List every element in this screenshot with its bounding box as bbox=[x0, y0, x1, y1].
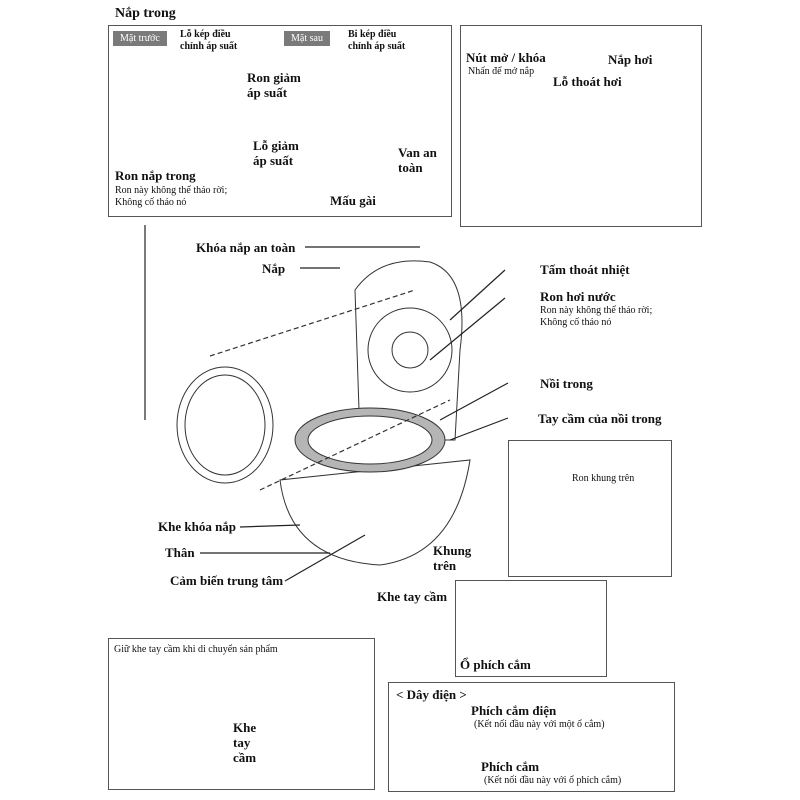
label-appliance-plug: Phích cắm bbox=[481, 759, 540, 774]
back-side-tag: Mặt sau bbox=[284, 31, 330, 46]
front-side-tag: Mặt trước bbox=[113, 31, 167, 46]
inner-lid-title: Nắp trong bbox=[115, 6, 176, 21]
label-carry-handle-slot: Khe tay cầm bbox=[233, 720, 257, 765]
steam-gasket-note: Ron này không thể tháo rời; Không cố thá… bbox=[540, 305, 653, 328]
label-upper-frame-gasket: Ron khung trên bbox=[572, 473, 635, 484]
label-center-sensor: Cảm biến trung tâm bbox=[170, 573, 284, 588]
control-panel-box bbox=[460, 25, 702, 227]
carry-caption: Giữ khe tay cầm khi di chuyển sản phẩm bbox=[114, 644, 278, 655]
label-steam-cap: Nắp hơi bbox=[608, 52, 653, 67]
label-lid: Nắp bbox=[262, 261, 286, 276]
label-inner-lid-gasket: Ron nắp trong bbox=[115, 168, 196, 183]
label-steam-gasket: Ron hơi nước bbox=[540, 289, 616, 304]
label-handle-slot: Khe tay cầm bbox=[377, 589, 448, 604]
carry-panel bbox=[108, 638, 375, 790]
label-safety-lid-lock: Khóa nắp an toàn bbox=[196, 240, 296, 255]
inner-lid-panel bbox=[108, 25, 452, 217]
power-plug-note: (Kết nối đầu này với một ổ cắm) bbox=[474, 719, 605, 730]
appliance-plug-note: (Kết nối đầu này với ổ phích cắm) bbox=[484, 775, 622, 786]
label-upper-frame: Khung trên bbox=[433, 543, 472, 573]
label-pressure-clip-hole: Lỗ kép điều chỉnh áp suất bbox=[180, 29, 238, 52]
label-body: Thân bbox=[165, 545, 195, 560]
open-lock-note: Nhấn để mở nắp bbox=[468, 66, 535, 77]
plug-socket-box bbox=[455, 580, 607, 677]
label-open-lock-button: Nút mở / khóa bbox=[466, 50, 546, 65]
label-heat-plate: Tấm thoát nhiệt bbox=[540, 262, 630, 277]
upper-frame-detail-box bbox=[508, 440, 672, 577]
label-steam-vent: Lỗ thoát hơi bbox=[553, 74, 622, 89]
label-safety-valve: Van an toàn bbox=[398, 145, 437, 175]
power-cord-title: < Dây điện > bbox=[396, 687, 467, 702]
label-inner-pot-handle: Tay cầm của nồi trong bbox=[538, 411, 662, 426]
label-latches: Mấu gài bbox=[330, 193, 376, 208]
label-lid-lock-slot: Khe khóa nắp bbox=[158, 519, 237, 534]
label-pressure-clip-ball: Bi kép điều chỉnh áp suất bbox=[348, 29, 406, 52]
power-cord-panel bbox=[388, 682, 675, 792]
label-pressure-relief-hole: Lỗ giảm áp suất bbox=[253, 138, 299, 168]
inner-lid-gasket-note: Ron này không thể tháo rời; Không cố thá… bbox=[115, 185, 228, 208]
rice-cooker-drawing bbox=[176, 260, 471, 566]
label-inner-pot: Nồi trong bbox=[540, 376, 593, 391]
label-power-plug: Phích cắm điện bbox=[471, 703, 557, 718]
label-plug-socket: Ổ phích cắm bbox=[460, 657, 531, 672]
label-pressure-relief-gasket: Ron giảm áp suất bbox=[247, 70, 301, 100]
